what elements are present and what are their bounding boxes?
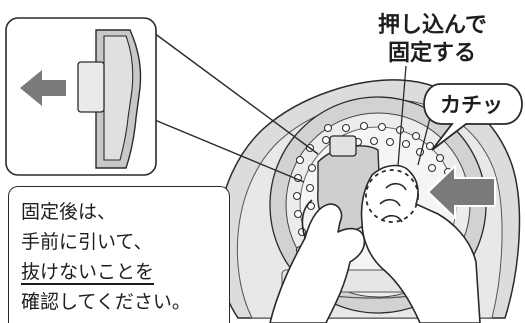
instruction-label-line2: 固定する: [388, 40, 476, 66]
push-arrow-icon: [426, 163, 496, 221]
note-line-4: 確認してください。: [21, 291, 191, 313]
instruction-label-line1: 押し込んで: [378, 12, 487, 38]
note-line-2: 手前に引いて、: [21, 231, 153, 253]
vent-holes: [292, 121, 453, 255]
sound-callout: カチッ: [423, 83, 523, 151]
latch-highlight-circle: [365, 169, 419, 223]
hands-illustration: [269, 164, 481, 323]
note-line-3: 抜けないことを: [21, 261, 155, 283]
note-line-1: 固定後は、: [21, 201, 117, 223]
left-arrow-icon: [20, 70, 66, 106]
zoom-inset: [5, 17, 319, 183]
note-box: 固定後は、 手前に引いて、 抜けないことを 確認してください。: [8, 186, 230, 323]
sound-label: カチッ: [440, 93, 503, 117]
